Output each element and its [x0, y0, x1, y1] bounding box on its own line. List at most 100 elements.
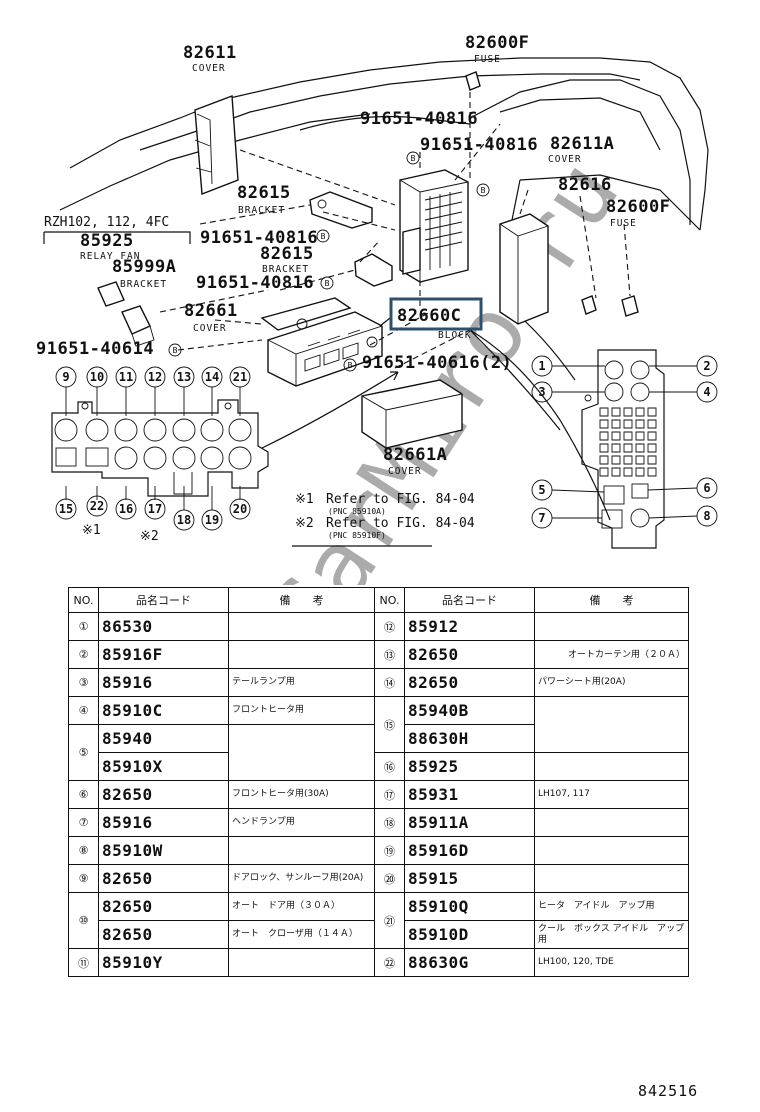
svg-text:22: 22	[90, 499, 104, 513]
cover-82661A-part	[361, 379, 463, 449]
part-code[interactable]: 82650	[98, 920, 229, 949]
row-no: ⑧	[68, 836, 99, 865]
part-note: LH100, 120, TDE	[534, 948, 689, 977]
part-code[interactable]: 82650	[98, 864, 229, 893]
row-no: ⑱	[374, 808, 405, 837]
bolt-marker-icon: B B B B B B	[168, 151, 490, 372]
part-note	[534, 752, 689, 781]
table-row: ② 85916F ⑬ 82650 オートカーテン用（２０Ａ）	[68, 640, 689, 669]
label-82600F-top: 82600F	[465, 33, 529, 53]
part-code[interactable]: 85925	[404, 752, 535, 781]
fuse-block-part	[399, 169, 469, 283]
row-no: ㉑	[374, 892, 405, 949]
part-code[interactable]: 85916	[98, 668, 229, 697]
svg-text:21: 21	[233, 370, 247, 384]
label-82615-mid-sub: BRACKET	[262, 264, 309, 275]
part-code[interactable]: 85940B	[404, 696, 535, 725]
table-row: 85910X ⑯ 85925	[69, 752, 689, 781]
svg-text:B: B	[481, 186, 486, 195]
header-code: 品名コード	[98, 587, 229, 613]
part-code[interactable]: 85931	[404, 780, 535, 809]
header-remark-right: 備 考	[534, 587, 689, 613]
header-remark: 備 考	[228, 587, 375, 613]
part-code[interactable]: 85916D	[404, 836, 535, 865]
svg-text:B: B	[411, 154, 416, 163]
svg-text:14: 14	[205, 370, 219, 384]
row-no: ⑰	[374, 780, 405, 809]
cover-82611-part	[194, 95, 239, 195]
part-code[interactable]: 85910W	[98, 836, 229, 865]
label-82600F-right: 82600F	[606, 197, 670, 217]
part-code[interactable]: 85910Y	[98, 948, 229, 977]
row-no: ⑳	[374, 864, 405, 893]
table-header-row: NO. 品名コード 備 考 NO. 品名コード 備 考	[68, 587, 689, 613]
label-82600F-top-sub: FUSE	[474, 54, 501, 65]
svg-text:6: 6	[703, 481, 710, 495]
label-82660C: 82660C	[397, 306, 461, 326]
row-no: ⑮	[374, 696, 405, 753]
table-row: 82650 オート クローザ用（１４Ａ） 85910D クール ボックス アイド…	[69, 920, 689, 949]
part-note	[534, 696, 689, 753]
label-82611A-sub: COVER	[548, 154, 582, 165]
svg-text:16: 16	[119, 502, 133, 516]
part-note: LH107, 117	[534, 780, 689, 809]
row-no: ⑤	[68, 724, 99, 781]
part-code[interactable]: 82650	[404, 668, 535, 697]
header-code-right: 品名コード	[404, 587, 535, 613]
svg-text:19: 19	[205, 513, 219, 527]
svg-text:B: B	[321, 232, 326, 241]
cover-82611A-part	[499, 213, 549, 325]
header-no-right: NO.	[374, 587, 405, 613]
part-code[interactable]: 85916F	[98, 640, 229, 669]
left-connector-top-labels: 9 10 11 12 13 14 21	[55, 366, 251, 406]
model-note-bracket	[43, 231, 191, 244]
svg-text:13: 13	[177, 370, 191, 384]
part-note: クール ボックス アイドル アップ用	[534, 920, 689, 949]
refer-note-1-mark: ※1	[295, 492, 314, 507]
part-note: パワーシート用(20A)	[534, 668, 689, 697]
label-91651-d: 91651-40816	[196, 273, 314, 293]
svg-text:12: 12	[148, 370, 162, 384]
part-code[interactable]: 85916	[98, 808, 229, 837]
svg-text:18: 18	[177, 513, 191, 527]
part-code[interactable]: 82650	[98, 892, 229, 921]
part-code[interactable]: 85910D	[404, 920, 535, 949]
part-code[interactable]: 85940	[98, 724, 229, 753]
part-note	[534, 808, 689, 837]
right-connector-labels: 1 2 3 4 5 6 7 8	[531, 355, 718, 529]
table-row: ④ 85910C フロントヒータ用 ⑮ 85940B	[68, 696, 689, 753]
svg-text:B: B	[325, 279, 330, 288]
svg-text:3: 3	[538, 385, 545, 399]
part-code[interactable]: 85915	[404, 864, 535, 893]
svg-text:4: 4	[703, 385, 710, 399]
refer-note-1-text: Refer to FIG. 84-04	[326, 492, 475, 507]
block-leader	[379, 317, 391, 327]
relay-fan-part	[97, 281, 155, 347]
part-code[interactable]: 85911A	[404, 808, 535, 837]
part-note	[534, 612, 689, 641]
part-note	[228, 948, 375, 977]
label-82616: 82616	[558, 175, 612, 195]
table-row: ③ 85916 テールランプ用 ⑭ 82650 パワーシート用(20A)	[68, 668, 689, 697]
table-row: ① 86530 ⑫ 85912	[68, 612, 689, 641]
arrow-right-connector	[469, 329, 561, 431]
label-91651-a: 91651-40816	[360, 109, 478, 129]
part-code[interactable]: 88630G	[404, 948, 535, 977]
part-code[interactable]: 88630H	[404, 724, 535, 753]
part-code[interactable]: 85910Q	[404, 892, 535, 921]
part-code[interactable]: 85910X	[98, 752, 229, 781]
row-no: ⑪	[68, 948, 99, 977]
part-code[interactable]: 86530	[98, 612, 229, 641]
part-code[interactable]: 82650	[404, 640, 535, 669]
left-connector-bottom-labels: 15 22 16 17 18 19 20	[55, 495, 251, 531]
table-row: ⑨ 82650 ドアロック、サンルーフ用(20A) ⑳ 85915	[68, 864, 689, 893]
part-code[interactable]: 82650	[98, 780, 229, 809]
label-82611-sub: COVER	[192, 63, 226, 74]
bracket-82615-mid-part	[354, 253, 393, 287]
right-connector-diagram	[581, 349, 665, 549]
row-no: ⑬	[374, 640, 405, 669]
part-code[interactable]: 85910C	[98, 696, 229, 725]
label-91651-c: 91651-40816	[200, 228, 318, 248]
part-note	[534, 864, 689, 893]
part-code[interactable]: 85912	[404, 612, 535, 641]
